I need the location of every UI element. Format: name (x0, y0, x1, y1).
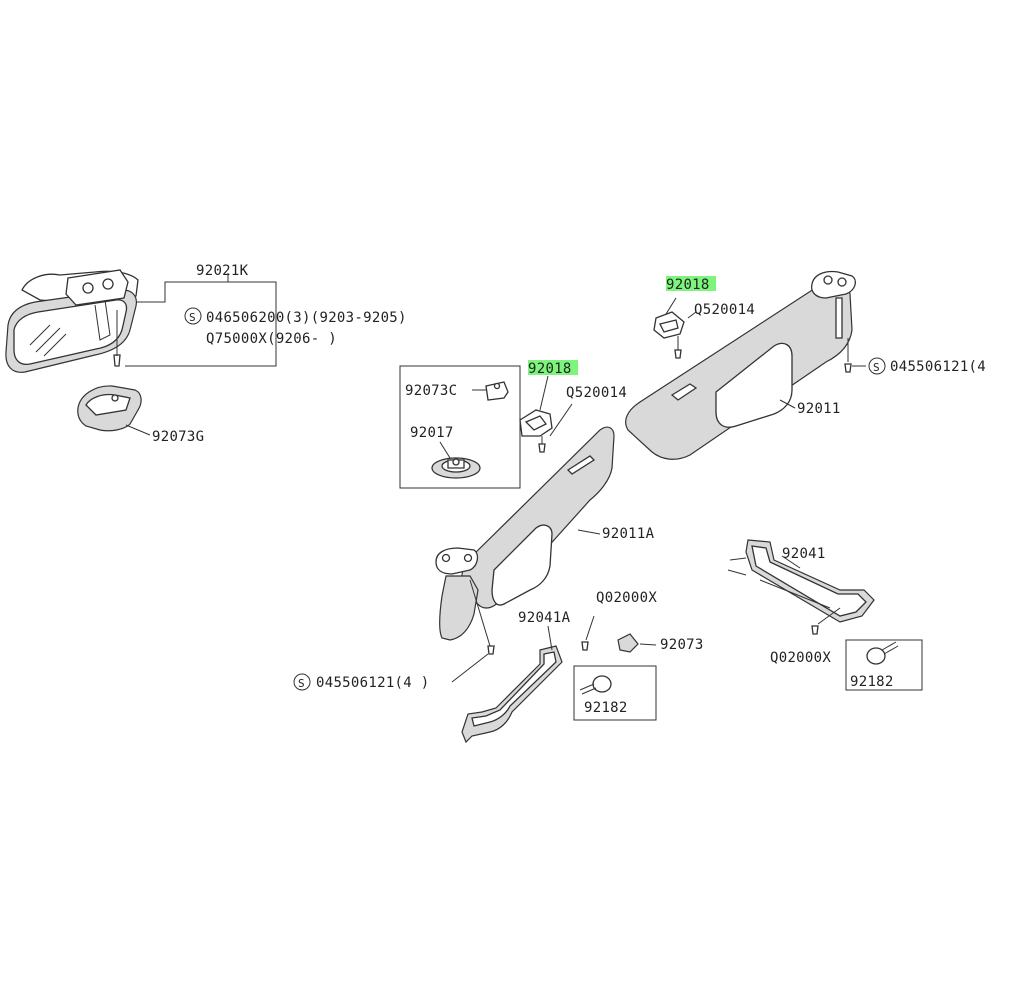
visor-hook-right (653, 297, 697, 359)
rear-view-mirror (5, 269, 139, 373)
label-92182-right: 92182 (850, 674, 894, 690)
assist-grip-right (727, 539, 875, 635)
label-q75000x: Q75000X(9206- ) (206, 331, 337, 347)
svg-text:S: S (298, 677, 305, 690)
label-s-code-bottom: 045506121(4 ) (316, 675, 429, 691)
s-circle-icon-bottom: S (293, 673, 311, 691)
visor-clip-cover (472, 381, 509, 401)
label-q520014-right: Q520014 (694, 302, 755, 318)
label-92073G: 92073G (152, 429, 204, 445)
highlight-92018-right (666, 276, 716, 291)
grip-screw (581, 615, 595, 651)
visor-hook-left (519, 375, 573, 453)
highlight-92018-left (528, 360, 578, 375)
label-92073C: 92073C (405, 383, 457, 399)
mirror-cover (77, 385, 142, 432)
label-q02000x-left: Q02000X (596, 590, 657, 606)
label-q02000x-right: Q02000X (770, 650, 831, 666)
cap-plug-right (866, 641, 899, 665)
label-s-code-right: 045506121(4 (890, 359, 986, 375)
visor-clip-base (431, 441, 481, 479)
svg-text:S: S (873, 361, 880, 374)
label-92182-left: 92182 (584, 700, 628, 716)
label-92073: 92073 (660, 637, 704, 653)
label-92041: 92041 (782, 546, 826, 562)
s-circle-icon: S (184, 307, 202, 325)
clip-group-box (399, 365, 521, 489)
label-92041A: 92041A (518, 610, 571, 626)
label-92018-right: 92018 (666, 277, 710, 293)
label-s-code-1: 046506200(3)(9203-9205) (206, 310, 407, 326)
label-92011: 92011 (797, 401, 841, 417)
cap-plug-left (579, 675, 612, 695)
svg-text:S: S (189, 311, 196, 324)
label-92018-left: 92018 (528, 361, 572, 377)
assist-grip-left (461, 625, 563, 744)
label-92021K: 92021K (196, 263, 249, 279)
label-92011A: 92011A (602, 526, 655, 542)
grip-cover (617, 633, 657, 653)
label-q520014-left: Q520014 (566, 385, 627, 401)
cap-box-left (573, 665, 657, 721)
sun-visor-right (625, 270, 857, 460)
cap-box-right (845, 639, 923, 691)
sun-visor-left (435, 426, 615, 655)
s-circle-icon-right: S (868, 357, 886, 375)
label-92017: 92017 (410, 425, 454, 441)
mirror-callout-bracket (125, 273, 277, 436)
